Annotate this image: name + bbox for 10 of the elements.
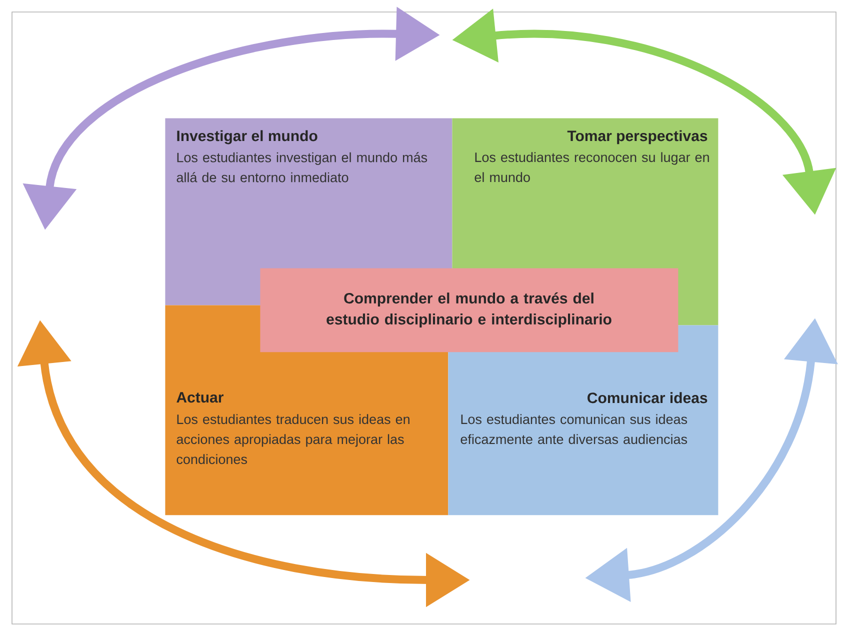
heading: Comunicar ideas: [588, 392, 708, 404]
center-text: Comprender el mundo a través del estudio disciplinario e interdisciplinario: [326, 292, 612, 328]
heading: Actuar: [176, 392, 224, 403]
heading: Tomar perspectivas: [567, 130, 708, 144]
body-text: Los estudiantes comunican sus ideas eficazmente ante diversas audiencias: [460, 414, 688, 444]
body-text: Los estudiantes traducen sus ideas en acciones apropiadas para mejorar las condiciones: [176, 414, 410, 464]
heading: Investigar el mundo: [177, 130, 318, 144]
center-box: [260, 268, 678, 352]
body-text: Los estudiantes investigan el mundo más allá de su entorno inmediato: [176, 152, 428, 182]
body-text: Los estudiantes reconocen su lugar en el mundo: [474, 152, 709, 182]
